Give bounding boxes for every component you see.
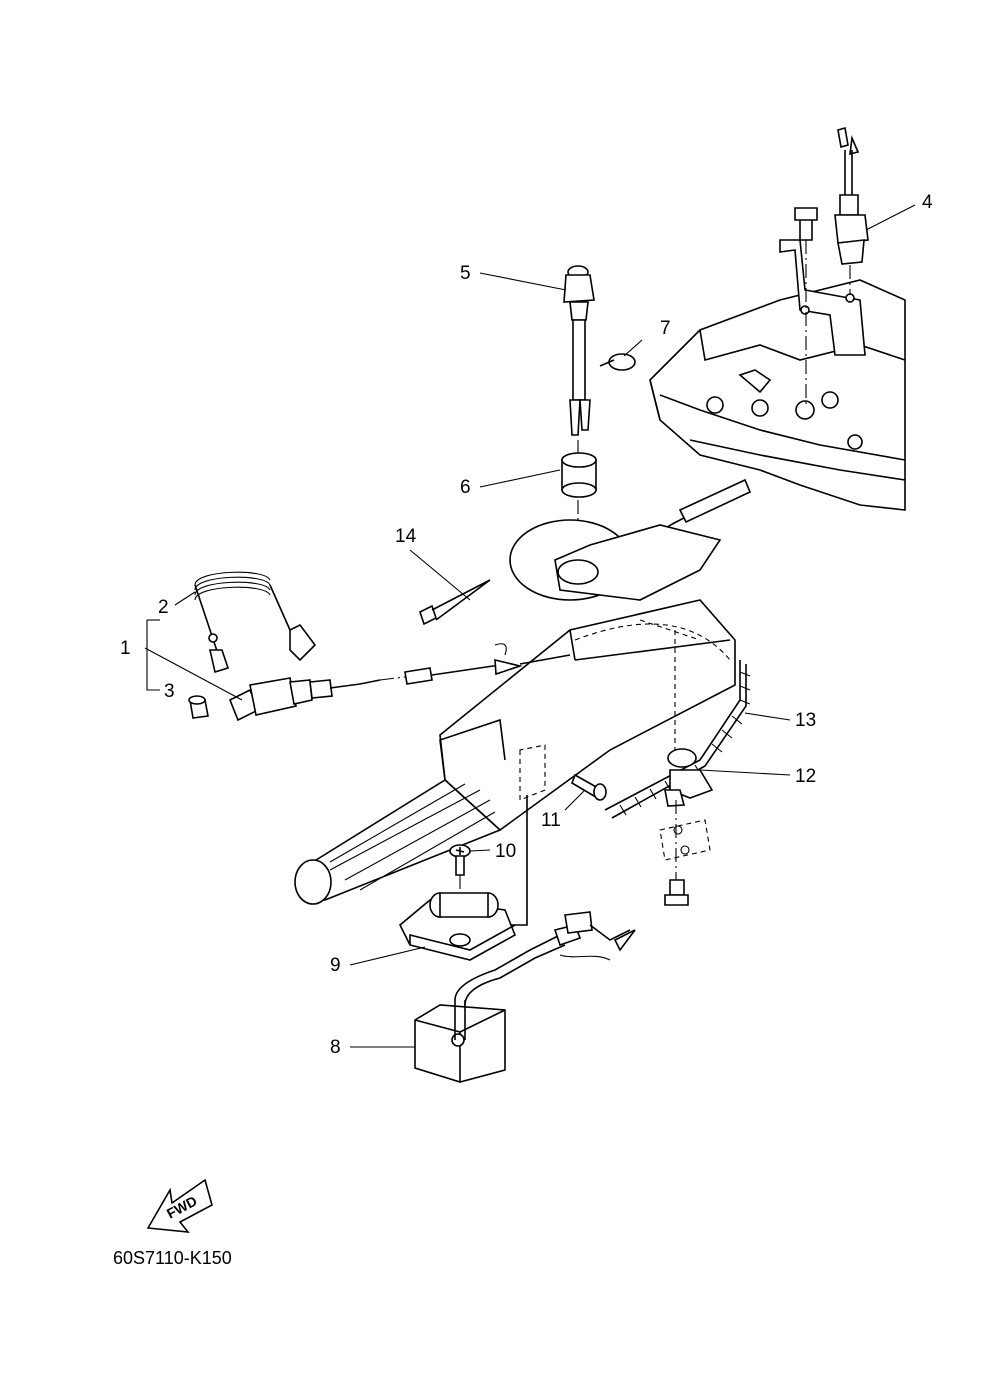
callout-5: 5 — [460, 263, 471, 284]
part-8-control-box — [414, 911, 636, 1083]
part-9-switch-holder — [399, 892, 517, 961]
tiller-handle — [294, 519, 736, 905]
part-code: 60S7110-K150 — [113, 1248, 232, 1268]
callout-7: 7 — [660, 318, 671, 339]
mount-plate — [779, 207, 866, 405]
engine-bracket — [649, 279, 906, 511]
callout-10: 10 — [495, 841, 516, 862]
part-7-clip — [599, 353, 636, 371]
part-4-sensor — [834, 126, 869, 295]
fwd-arrow-icon: FWD — [146, 1178, 213, 1233]
callout-leaders — [144, 204, 916, 1048]
callout-2: 2 — [158, 597, 169, 618]
part-3-cap — [188, 695, 209, 719]
part-12-clamp — [659, 748, 714, 906]
callout-12: 12 — [795, 766, 816, 787]
wire-leader — [510, 795, 528, 926]
part-11-screw — [571, 773, 607, 801]
callout-1: 1 — [120, 638, 131, 659]
part-1-stop-switch — [228, 643, 571, 722]
callout-14: 14 — [395, 526, 417, 547]
part-2-lanyard — [194, 571, 317, 674]
cable-sleeve — [678, 478, 752, 524]
callout-9: 9 — [330, 955, 341, 976]
callout-8: 8 — [330, 1037, 341, 1058]
callout-11: 11 — [541, 810, 561, 831]
part-5-switch — [563, 265, 595, 460]
callout-3: 3 — [164, 681, 175, 702]
callout-6: 6 — [460, 477, 471, 498]
part-14-cable-tie — [419, 579, 491, 626]
callout-13: 13 — [795, 710, 816, 731]
callout-4: 4 — [922, 192, 933, 213]
